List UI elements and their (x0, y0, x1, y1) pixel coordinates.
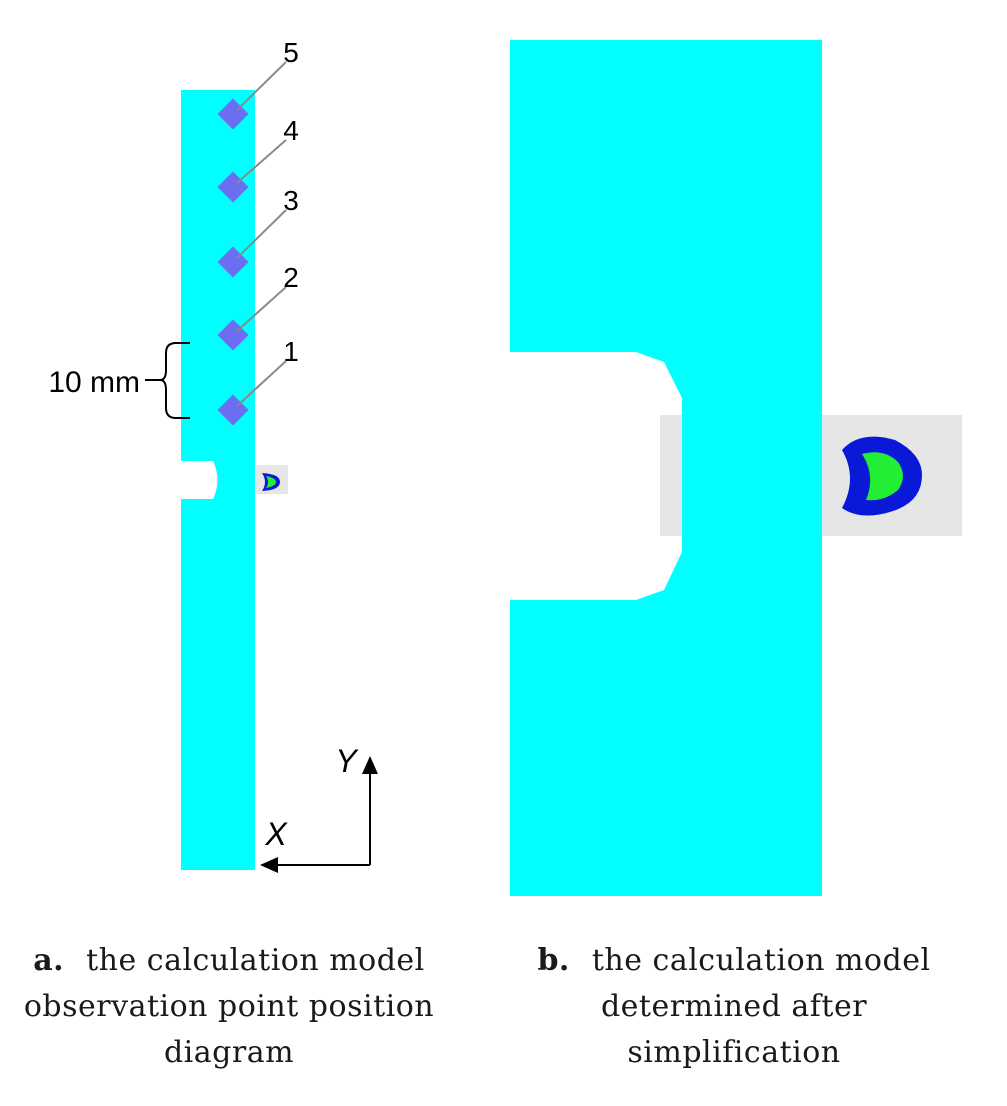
dimension-label: 10 mm (48, 366, 140, 399)
caption-b-letter: b. (537, 943, 570, 978)
panel-b-weld-pool-inner (862, 452, 903, 501)
caption-a-letter: a. (33, 943, 65, 978)
point-label-3: 3 (283, 185, 299, 216)
caption-a-text: the calculation model observation point … (23, 943, 435, 1070)
leader-line-2 (236, 286, 287, 332)
panel-b (510, 40, 962, 896)
panel-a: 5 4 3 2 1 10 mm Y X (48, 37, 378, 873)
axis-y-label: Y (335, 743, 359, 779)
panel-a-weld-pool-inner (266, 476, 276, 488)
point-label-1: 1 (283, 336, 299, 367)
caption-b: b. the calculation model determined after… (494, 938, 974, 1076)
leader-line-4 (236, 139, 287, 184)
caption-b-text: the calculation model determined after s… (591, 943, 931, 1070)
leader-line-1 (236, 360, 287, 407)
axis-x-label: X (264, 816, 288, 852)
point-label-5: 5 (283, 37, 299, 68)
caption-a: a.the calculation model observation poin… (14, 938, 444, 1076)
point-label-4: 4 (283, 115, 299, 146)
panel-b-plate (510, 40, 822, 896)
point-label-2: 2 (283, 262, 299, 293)
leader-line-5 (236, 61, 287, 111)
leader-line-3 (236, 209, 287, 259)
panel-a-plate (181, 90, 255, 870)
